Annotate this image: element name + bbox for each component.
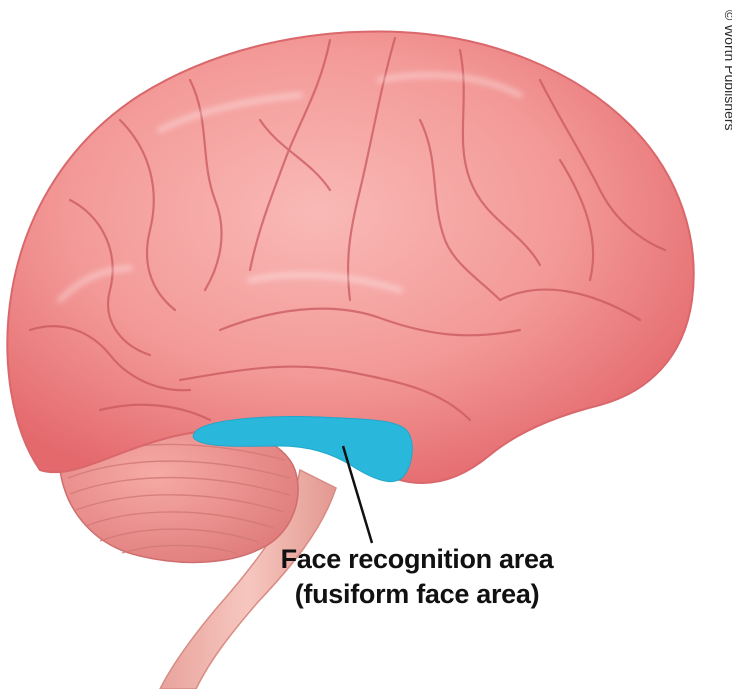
callout-label: Face recognition area (fusiform face are… — [262, 542, 572, 612]
fusiform-face-area-region — [192, 416, 413, 482]
copyright-notice: © Worth Publishers — [722, 10, 732, 131]
cerebral-cortex — [6, 30, 695, 484]
callout-line-2: (fusiform face area) — [294, 579, 540, 609]
callout-leader-line — [341, 445, 374, 544]
callout-line-1: Face recognition area — [280, 544, 554, 574]
